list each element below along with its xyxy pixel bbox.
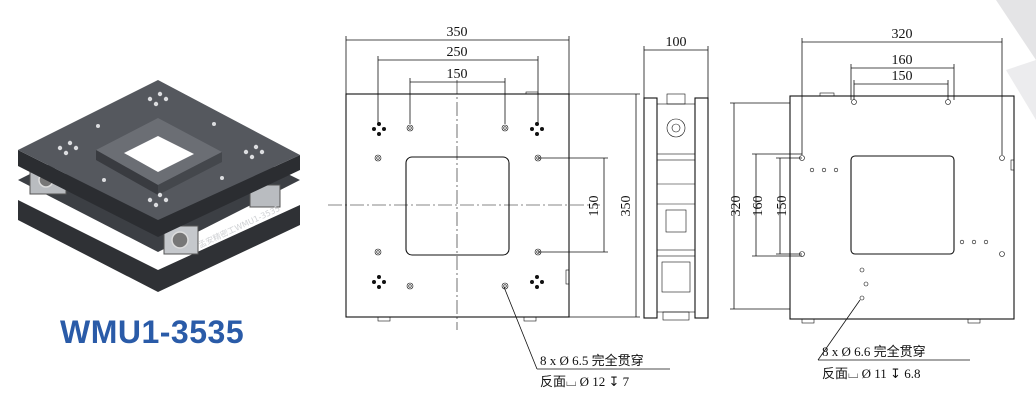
- base-plate-side: [18, 200, 300, 292]
- top-plate-side: [18, 150, 300, 237]
- side-dim-100: 100: [643, 35, 709, 98]
- front-dim-350: 350: [345, 25, 570, 94]
- hole-note-line1: 8 x Ø 6.6 完全贯穿: [822, 344, 926, 359]
- side-view-body: [643, 93, 709, 321]
- dim-label: 150: [892, 69, 913, 84]
- mounting-holes: [57, 91, 265, 208]
- front-dim-150-vertical: 150: [538, 157, 608, 253]
- page-curl-corner: [996, 0, 1036, 120]
- back-holes: [799, 99, 1005, 301]
- product-render: 孟安精密工WMU1-3535: [18, 80, 300, 292]
- back-dim-150: 150: [853, 69, 949, 100]
- back-dim-160-vertical: 160: [751, 153, 802, 257]
- hole-note-line1: 8 x Ø 6.5 完全贯穿: [540, 353, 644, 368]
- dim-label: 150: [587, 196, 602, 217]
- back-dim-150-vertical: 150: [775, 157, 802, 255]
- back-aperture: [850, 155, 955, 255]
- back-dim-160: 160: [850, 53, 955, 100]
- back-dim-320: 320: [801, 27, 1003, 155]
- front-holes: [374, 124, 542, 290]
- aperture-wall-right: [158, 152, 222, 195]
- front-dim-150: 150: [409, 67, 506, 124]
- back-dim-320-vertical: 320: [729, 102, 790, 310]
- center-aperture-hole: [124, 136, 194, 172]
- dim-label: 150: [447, 67, 468, 82]
- dim-label: 150: [775, 196, 790, 217]
- model-title: WMU1-3535: [60, 314, 245, 350]
- dim-label: 160: [751, 196, 766, 217]
- hole-note-line2: 反面⌴ Ø 12 ↧ 7: [540, 374, 630, 389]
- hole-note-line2: 反面⌴ Ø 11 ↧ 6.8: [822, 366, 920, 381]
- dim-label: 350: [447, 25, 468, 40]
- front-aperture: [405, 156, 510, 256]
- dim-label: 250: [447, 45, 468, 60]
- dim-label: 320: [729, 196, 744, 217]
- front-dim-350-vertical: 350: [569, 93, 640, 318]
- dim-label: 100: [666, 35, 687, 50]
- aperture-wall: [96, 150, 158, 195]
- dim-label: 350: [619, 196, 634, 217]
- dim-label: 160: [892, 53, 913, 68]
- connector-front-icon: [171, 231, 189, 249]
- front-dim-250: 250: [377, 45, 539, 124]
- front-view-outline: [328, 80, 600, 330]
- back-view-outline: [789, 92, 1015, 324]
- dim-label: 320: [892, 27, 913, 42]
- front-hole-note: 8 x Ø 6.5 完全贯穿 反面⌴ Ø 12 ↧ 7: [503, 286, 670, 389]
- back-hole-note: 8 x Ø 6.6 完全贯穿 反面⌴ Ø 11 ↧ 6.8: [817, 299, 970, 381]
